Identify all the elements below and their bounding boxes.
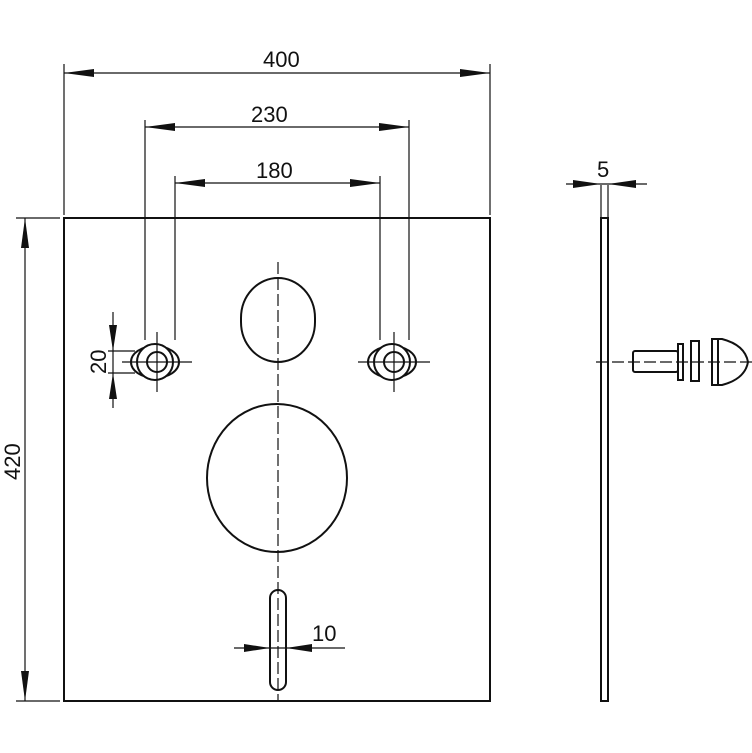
upper-opening (240, 277, 316, 363)
dimension-bolt-outer: 230 (144, 102, 410, 340)
dimension-slot-width-label: 10 (312, 621, 336, 646)
dimension-thickness-label: 5 (597, 157, 609, 182)
dimension-bolt-outer-label: 230 (251, 102, 288, 127)
dimension-bolt-inner: 180 (174, 158, 381, 340)
dimension-height-label: 420 (0, 443, 25, 480)
plate-side-view (600, 217, 609, 702)
drain-opening (206, 403, 348, 553)
plate-front-view (63, 217, 491, 702)
dimension-bolt-slot: 20 (86, 312, 135, 408)
mounting-pin (632, 338, 750, 386)
dimension-bolt-inner-label: 180 (256, 158, 293, 183)
slot (269, 589, 287, 691)
dimension-width: 400 (63, 47, 491, 215)
dimension-width-label: 400 (263, 47, 300, 72)
dimension-thickness: 5 (566, 157, 647, 188)
dimension-height: 420 (0, 217, 60, 702)
dimension-slot-width: 10 (234, 621, 345, 652)
dimension-bolt-slot-label: 20 (86, 350, 111, 374)
bolt-left (122, 332, 192, 392)
bolt-right (358, 332, 430, 392)
